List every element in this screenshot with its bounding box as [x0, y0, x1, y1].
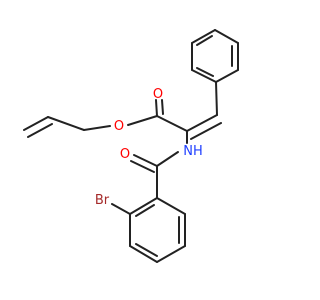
bond-allyl-double-inner: [27, 123, 53, 138]
bond-c-o-double-inner: [161, 99, 164, 115]
atom-amide-nitrogen: NH: [183, 144, 203, 159]
bond-ar-1: [129, 197, 158, 215]
bond-vinyl-phenyl: [215, 81, 218, 116]
bond-amide-co-inner: [130, 160, 155, 173]
molecule-diagram: O O NH O Br: [23, 29, 239, 263]
atom-labels: O O NH O Br: [95, 87, 203, 208]
bond-ph-inner-b: [196, 35, 213, 46]
bond-ar-6: [156, 197, 186, 215]
bond-c-br: [111, 203, 131, 215]
atom-carbonyl-oxygen: O: [153, 87, 163, 102]
bond-ar-inner-a: [135, 204, 155, 217]
bond-ph-3: [214, 29, 239, 44]
bond-amide-co: [133, 154, 158, 167]
bond-n-amide: [156, 151, 179, 167]
bond-ph-4: [191, 29, 216, 44]
bond-ch2-o: [83, 125, 111, 131]
bond-alkene-inner: [190, 122, 222, 140]
structure-canvas: O O NH O Br: [23, 29, 239, 263]
bond-ph-inner-c: [196, 67, 214, 77]
bond-alkene: [186, 114, 218, 132]
atom-ester-oxygen: O: [114, 119, 124, 134]
bond-ar-3: [129, 245, 158, 263]
bond-ar-inner-b: [135, 243, 158, 257]
bond-ph-1: [215, 69, 239, 83]
bond-layer: [23, 29, 239, 263]
bond-ph-6: [191, 69, 217, 83]
bond-ar-4: [156, 245, 186, 263]
bond-c-o-double: [155, 99, 158, 117]
bond-allyl-ch2: [47, 116, 85, 131]
bond-carbonyl-alpha: [156, 115, 188, 132]
atom-amide-oxygen: O: [120, 147, 130, 162]
bond-allyl-double: [23, 116, 49, 131]
atom-bromine: Br: [95, 193, 110, 208]
bond-o-carbonyl: [127, 115, 158, 126]
